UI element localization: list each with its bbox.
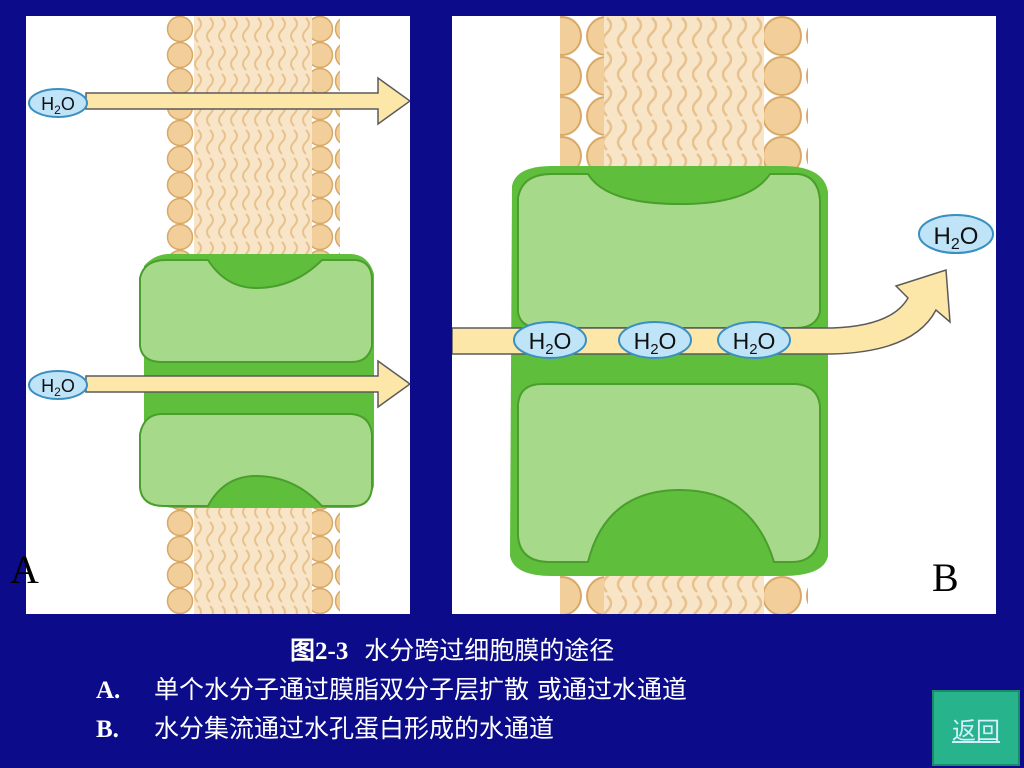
- panel-b-svg: H2O H2O H2O H2O: [452, 16, 994, 614]
- water-molecule-icon: H2O: [513, 321, 587, 359]
- figure-title-text: 水分跨过细胞膜的途径: [364, 636, 615, 665]
- water-molecule-icon: H2O: [618, 321, 692, 359]
- caption-a-prefix: A.: [96, 677, 121, 704]
- figure-number: 图2-3: [290, 638, 349, 665]
- svg-text:H2O: H2O: [41, 94, 75, 117]
- diffusion-arrow: [85, 76, 410, 126]
- water-molecule-icon: H2O: [918, 214, 994, 254]
- water-molecule-icon: H2O: [28, 88, 88, 118]
- svg-text:H2O: H2O: [733, 328, 776, 358]
- panel-a-svg: H2O H2O: [28, 16, 410, 614]
- caption-line-a: A. 单个水分子通过膜脂双分子层扩散 或通过水通道: [96, 673, 687, 708]
- panel-a-diagram: H2O H2O: [26, 16, 410, 614]
- panel-b-label: B: [932, 555, 959, 600]
- caption-line-b: B. 水分集流通过水孔蛋白形成的水通道: [96, 712, 554, 747]
- water-molecule-icon: H2O: [717, 321, 791, 359]
- svg-text:H2O: H2O: [41, 376, 75, 399]
- return-button[interactable]: 返回: [932, 690, 1020, 766]
- panel-a-label: A: [10, 547, 39, 592]
- figure-title: 图2-3 水分跨过细胞膜的途径: [290, 634, 614, 669]
- svg-text:H2O: H2O: [529, 328, 572, 358]
- water-molecule-icon: H2O: [28, 370, 88, 400]
- return-link[interactable]: 返回: [952, 716, 1000, 745]
- caption-a-text: 单个水分子通过膜脂双分子层扩散 或通过水通道: [154, 675, 687, 704]
- channel-arrow: [85, 359, 410, 409]
- svg-text:H2O: H2O: [934, 223, 979, 253]
- panel-b-diagram: H2O H2O H2O H2O: [452, 16, 996, 614]
- caption-b-prefix: B.: [96, 716, 119, 743]
- caption-b-text: 水分集流通过水孔蛋白形成的水通道: [154, 714, 555, 743]
- svg-text:H2O: H2O: [634, 328, 677, 358]
- aquaporin-protein: [510, 166, 828, 576]
